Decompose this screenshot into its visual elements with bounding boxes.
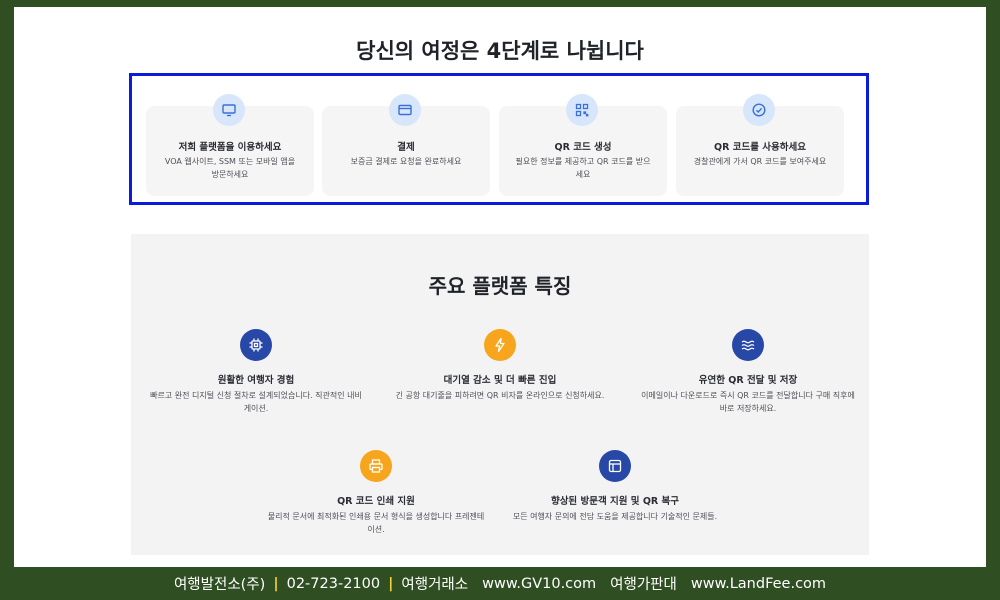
feature-title: 원활한 여행자 경험 [217, 375, 295, 386]
check-circle-icon [743, 94, 775, 126]
features-section: 주요 플랫폼 특징 원활한 여행자 경험 빠르고 완전 디지털 신청 절차로 설… [131, 234, 869, 555]
feature-description: 물리적 문서에 최적화된 인쇄용 문서 형식을 생성합니다 프레젠테이션. [267, 512, 485, 534]
monitor-icon [213, 94, 245, 126]
chip-icon [240, 329, 272, 361]
feature-title: 유연한 QR 전달 및 저장 [698, 375, 798, 386]
journey-title: 당신의 여정은 4단계로 나뉩니다 [356, 39, 644, 63]
lightning-icon [484, 329, 516, 361]
feature-title: QR 코드 인쇄 지원 [337, 496, 415, 507]
step-title: QR 코드를 사용하세요 [714, 142, 806, 153]
step-title: QR 코드 생성 [554, 142, 612, 153]
step-description: 보증금 결제로 요청을 완료하세요 [350, 157, 462, 166]
footer-exchange-link[interactable]: www.GV10.com [482, 575, 597, 592]
feature-description: 긴 공항 대기줄을 피하려면 QR 비자를 온라인으로 신청하세요. [395, 391, 605, 400]
step-card-platform[interactable]: 저희 플랫폼을 이용하세요 VOA 웹사이트, SSM 또는 모바일 앱을 방문… [146, 94, 314, 196]
footer-exchange-label: 여행거래소 [401, 577, 469, 593]
feature-description: 이메일이나 다운로드로 즉시 QR 코드를 전달합니다 구매 직후에 바로 저장… [641, 391, 855, 413]
step-card-qr-use[interactable]: QR 코드를 사용하세요 경찰관에게 가서 QR 코드를 보여주세요 [676, 94, 844, 196]
feature-title: 향상된 방문객 지원 및 QR 복구 [550, 496, 680, 507]
printer-icon [360, 450, 392, 482]
footer-company: 여행발전소(주) [173, 577, 266, 593]
footer-phone[interactable]: 02-723-2100 [286, 575, 381, 592]
journey-steps-highlight: 저희 플랫폼을 이용하세요 VOA 웹사이트, SSM 또는 모바일 앱을 방문… [129, 73, 869, 205]
waves-icon [732, 329, 764, 361]
feature-flexible-delivery: 유연한 QR 전달 및 저장 이메일이나 다운로드로 즉시 QR 코드를 전달합… [633, 329, 863, 415]
step-description: VOA 웹사이트, SSM 또는 모바일 앱을 방문하세요 [164, 157, 296, 179]
step-card-qr-generate[interactable]: QR 코드 생성 필요한 정보를 제공하고 QR 코드를 받으세요 [499, 94, 667, 196]
feature-title: 대기열 감소 및 더 빠른 진입 [443, 375, 557, 386]
card-icon [389, 94, 421, 126]
feature-print-support: QR 코드 인쇄 지원 물리적 문서에 최적화된 인쇄용 문서 형식을 생성합니… [261, 450, 491, 536]
feature-visitor-support: 향상된 방문객 지원 및 QR 복구 모든 여행자 문의에 전담 도움을 제공합… [500, 450, 730, 523]
features-title: 주요 플랫폼 특징 [428, 274, 572, 298]
feature-faster-entry: 대기열 감소 및 더 빠른 진입 긴 공항 대기줄을 피하려면 QR 비자를 온… [385, 329, 615, 402]
layout-icon [599, 450, 631, 482]
step-title: 저희 플랫폼을 이용하세요 [178, 142, 282, 153]
step-card-payment[interactable]: 결제 보증금 결제로 요청을 완료하세요 [322, 94, 490, 196]
footer-separator: | [388, 575, 394, 592]
footer-separator: | [273, 575, 279, 592]
step-description: 필요한 정보를 제공하고 QR 코드를 받으세요 [515, 157, 651, 179]
qr-icon [566, 94, 598, 126]
page-frame: 당신의 여정은 4단계로 나뉩니다 저희 플랫폼을 이용하세요 VOA 웹사이트… [14, 7, 986, 567]
feature-description: 빠르고 완전 디지털 신청 절차로 설계되었습니다. 직관적인 내비게이션. [150, 391, 362, 413]
feature-seamless-experience: 원활한 여행자 경험 빠르고 완전 디지털 신청 절차로 설계되었습니다. 직관… [141, 329, 371, 415]
step-description: 경찰관에게 가서 QR 코드를 보여주세요 [693, 157, 827, 166]
feature-description: 모든 여행자 문의에 전담 도움을 제공합니다 기술적인 문제들. [512, 512, 718, 521]
footer-board-link[interactable]: www.LandFee.com [690, 575, 827, 592]
footer-bar: 여행발전소(주) | 02-723-2100 | 여행거래소 www.GV10.… [0, 567, 1000, 600]
step-title: 결제 [397, 142, 415, 153]
footer-board-label: 여행가판대 [610, 577, 677, 593]
